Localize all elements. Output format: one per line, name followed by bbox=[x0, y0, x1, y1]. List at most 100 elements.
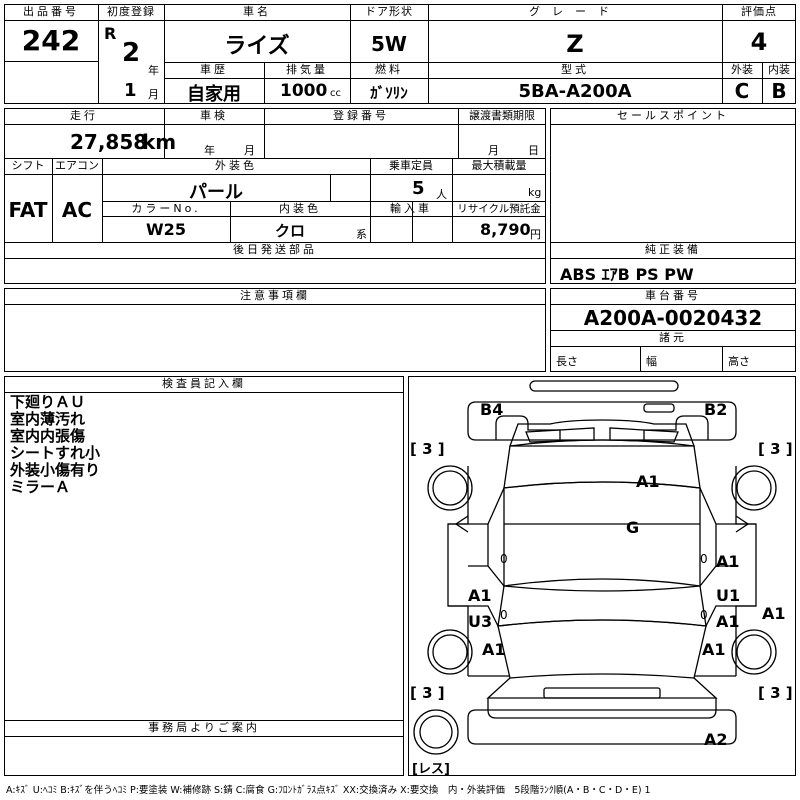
aircon-label: エアコン bbox=[55, 159, 99, 172]
displacement: 1000 bbox=[280, 81, 328, 101]
fuel: ｶﾞｿﾘﾝ bbox=[370, 84, 408, 102]
sales-point-box bbox=[550, 108, 796, 284]
tire-left-rear: [ 3 ] bbox=[410, 684, 445, 702]
mileage: 27,858 bbox=[70, 130, 148, 154]
caution-label: 注意事項欄 bbox=[240, 289, 310, 302]
damage-roof-g: G bbox=[626, 518, 640, 537]
score: 4 bbox=[750, 28, 768, 56]
grade: Z bbox=[566, 30, 584, 58]
note-line: シートすれ小 bbox=[10, 444, 101, 462]
aircon: AC bbox=[61, 198, 93, 222]
transfer-day-unit: 日 bbox=[528, 144, 539, 157]
exterior-color-label: 外装色 bbox=[215, 159, 257, 172]
shaken-label: 車検 bbox=[200, 109, 228, 122]
shift-label: シフト bbox=[11, 159, 45, 172]
capacity: 5 bbox=[412, 178, 425, 199]
chassis-label: 車台番号 bbox=[645, 289, 701, 302]
capacity-unit: 人 bbox=[436, 188, 447, 201]
damage-left-a1: A1 bbox=[468, 586, 492, 605]
interior-grade: B bbox=[771, 79, 787, 103]
tire-right-front: [ 3 ] bbox=[758, 440, 793, 458]
transfer-deadline-label: 譲渡書類期限 bbox=[469, 109, 535, 122]
header-table bbox=[4, 4, 796, 104]
exterior-label: 外装 bbox=[731, 63, 753, 76]
zero-mark: 0 bbox=[500, 552, 508, 566]
car-diagram bbox=[413, 380, 777, 755]
color-number-label: カラーNo. bbox=[131, 202, 201, 215]
damage-left-rear-a1: A1 bbox=[482, 640, 506, 659]
tire-right-rear: [ 3 ] bbox=[758, 684, 793, 702]
shaken-month-unit: 月 bbox=[244, 144, 255, 157]
score-label: 評価点 bbox=[741, 5, 777, 18]
damage-right-rear-a1: A1 bbox=[702, 640, 726, 659]
exterior-grade: C bbox=[734, 79, 750, 103]
note-line: 下廻りＡＵ bbox=[10, 393, 86, 411]
max-load-unit: kg bbox=[528, 186, 542, 199]
zero-mark: 0 bbox=[500, 608, 508, 622]
name-label: 車名 bbox=[243, 5, 271, 18]
registration-number-label: 登録番号 bbox=[333, 109, 389, 122]
mileage-label: 走行 bbox=[70, 109, 98, 122]
interior-color-label: 内装色 bbox=[279, 202, 321, 215]
recycle-unit: 円 bbox=[530, 228, 541, 241]
damage-right-a1: A1 bbox=[716, 612, 740, 631]
first-reg-label: 初度登録 bbox=[107, 5, 155, 18]
grade-label: グレード bbox=[529, 5, 621, 18]
legend: A:ｷｽﾞ U:ﾍｺﾐ B:ｷｽﾞを伴うﾍｺﾐ P:要塗装 W:補修跡 S:錆 … bbox=[6, 785, 651, 796]
car-diagram-box bbox=[408, 376, 796, 776]
spec-width: 幅 bbox=[646, 355, 657, 368]
damage-right-front-a1: A1 bbox=[716, 552, 740, 571]
import-label: 輸入車 bbox=[390, 202, 432, 215]
damage-left-u3: U3 bbox=[468, 612, 493, 631]
lot-number: 242 bbox=[21, 24, 81, 57]
displacement-unit: cc bbox=[330, 88, 341, 99]
damage-right-edge-a1: A1 bbox=[762, 604, 786, 623]
info-table bbox=[4, 108, 546, 284]
damage-right-u1: U1 bbox=[716, 586, 741, 605]
fuel-label: 燃料 bbox=[375, 63, 403, 76]
displacement-label: 排気量 bbox=[286, 63, 328, 76]
history-label: 車歴 bbox=[200, 63, 228, 76]
color-number: W25 bbox=[146, 220, 186, 239]
reg-year: 2 bbox=[122, 38, 141, 68]
lot-label: 出品番号 bbox=[23, 5, 79, 18]
damage-b4: B4 bbox=[480, 400, 504, 419]
note-line: 外装小傷有り bbox=[10, 461, 101, 479]
shift: FAT bbox=[8, 198, 48, 222]
door-label: ドア形状 bbox=[365, 5, 413, 18]
month-unit: 月 bbox=[148, 88, 159, 101]
caution-box bbox=[4, 288, 546, 372]
inspector-notes: 下廻りＡＵ 室内薄汚れ 室内内張傷 シートすれ小 外装小傷有り ミラーＡ bbox=[10, 394, 100, 496]
reg-month: 1 bbox=[124, 80, 137, 101]
exterior-color: パール bbox=[189, 182, 243, 203]
note-line: ミラーＡ bbox=[10, 478, 71, 496]
recycle-fee: 8,790 bbox=[480, 220, 531, 239]
inspector-label: 検査員記入欄 bbox=[162, 377, 246, 390]
spare-tire: [レス] bbox=[412, 762, 450, 777]
shaken-year-unit: 年 bbox=[204, 144, 215, 157]
era: R bbox=[104, 24, 117, 43]
max-load-label: 最大積載量 bbox=[471, 159, 527, 172]
model-code: 5BA-A200A bbox=[518, 81, 632, 102]
recycle-label: リサイクル預託金 bbox=[457, 203, 541, 215]
year-unit: 年 bbox=[148, 64, 159, 77]
spec-length: 長さ bbox=[556, 355, 578, 368]
damage-front-a1: A1 bbox=[636, 472, 660, 491]
spec-height: 高さ bbox=[728, 355, 750, 368]
zero-mark: 0 bbox=[700, 608, 708, 622]
model-label: 型式 bbox=[561, 63, 589, 76]
door-type: 5W bbox=[371, 32, 407, 56]
equipment-label: 純正装備 bbox=[645, 243, 701, 256]
mileage-unit: km bbox=[142, 130, 177, 154]
inspector-box bbox=[4, 376, 404, 776]
tire-left-front: [ 3 ] bbox=[410, 440, 445, 458]
office-label: 事務局よりご案内 bbox=[148, 721, 260, 734]
history: 自家用 bbox=[187, 84, 241, 105]
note-line: 室内内張傷 bbox=[10, 427, 86, 445]
capacity-label: 乗車定員 bbox=[389, 159, 433, 172]
car-name: ライズ bbox=[224, 34, 290, 59]
specs-label: 諸元 bbox=[659, 331, 687, 344]
note-line: 室内薄汚れ bbox=[10, 410, 86, 428]
interior-label: 内装 bbox=[768, 63, 790, 76]
damage-rear-a2: A2 bbox=[704, 730, 728, 749]
